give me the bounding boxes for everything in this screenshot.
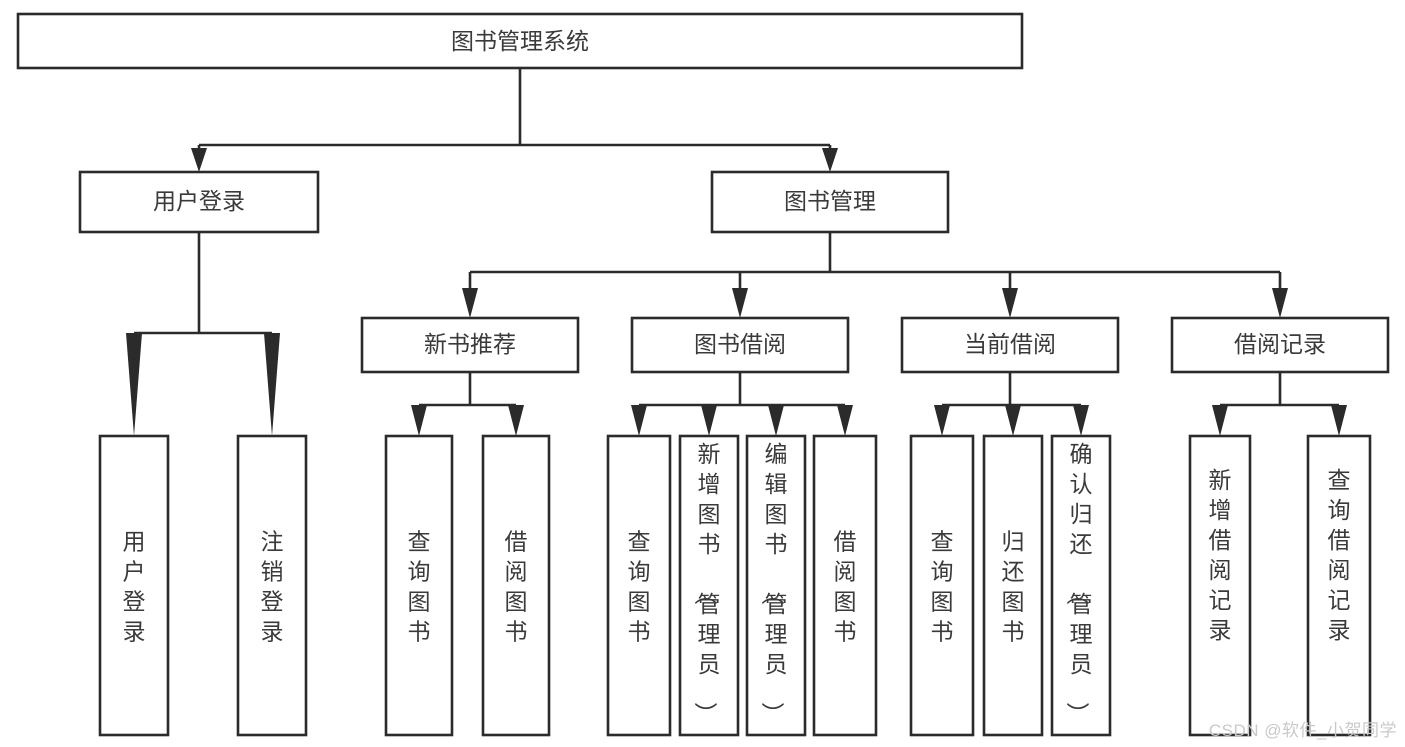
leaf-confirm-return-label: 确认归还（管理员） (1065, 441, 1093, 725)
leaf-query-book-rec[interactable]: 查询图书 (384, 434, 454, 737)
node-book-manage-label: 图书管理 (784, 188, 876, 214)
arrow-head-book-borrow (732, 288, 748, 318)
arrow-head-leaf-borrow-book-bor (837, 405, 853, 436)
leaf-add-book-box[interactable] (678, 434, 740, 737)
node-book-manage[interactable]: 图书管理 (710, 170, 950, 234)
arrow-head-leaf-borrow-book-rec (508, 405, 524, 436)
leaf-query-book-bor-box[interactable] (606, 434, 672, 737)
leaf-edit-book[interactable]: 编辑图书（管理员） (745, 434, 807, 737)
node-book-borrow[interactable]: 图书借阅 (630, 316, 850, 374)
node-user-login-box[interactable] (78, 170, 320, 234)
node-root[interactable]: 图书管理系统 (16, 12, 1024, 70)
arrow-head-current-borrow (1002, 288, 1018, 318)
arrow-head-borrow-record (1272, 288, 1288, 318)
arrow-head-leaf-add-record (1212, 405, 1228, 436)
leaf-logout-box[interactable] (236, 434, 308, 737)
leaf-confirm-return[interactable]: 确认归还（管理员） (1050, 434, 1112, 737)
leaf-edit-book-label: 编辑图书（管理员） (760, 441, 788, 725)
arrow-head-leaf-return-book (1005, 405, 1021, 436)
leaf-logout-label: 注销登录 (261, 529, 284, 645)
leaf-borrow-book-rec[interactable]: 借阅图书 (481, 434, 551, 737)
leaf-return-book-box[interactable] (982, 434, 1044, 737)
leaf-query-book-bor-label: 查询图书 (628, 529, 651, 645)
node-current-borrow-box[interactable] (900, 316, 1120, 374)
connector-layer (126, 68, 1347, 436)
leaf-query-record-box[interactable] (1306, 434, 1372, 737)
leaf-query-book-cur-box[interactable] (909, 434, 975, 737)
leaf-query-book-cur[interactable]: 查询图书 (909, 434, 975, 737)
leaf-return-book-label: 归还图书 (1002, 529, 1025, 645)
leaf-borrow-book-rec-label: 借阅图书 (505, 529, 528, 645)
arrow-head-book-manage (822, 148, 838, 172)
leaf-borrow-book-bor[interactable]: 借阅图书 (812, 434, 878, 737)
node-user-login[interactable]: 用户登录 (78, 170, 320, 234)
node-user-login-label: 用户登录 (153, 188, 245, 214)
arrow-head-leaf-edit-book (768, 405, 784, 436)
leaf-edit-book-box[interactable] (745, 434, 807, 737)
leaf-query-book-rec-label: 查询图书 (408, 529, 431, 645)
leaf-query-record-label: 查询借阅记录 (1328, 467, 1351, 643)
leaf-add-record-label: 新增借阅记录 (1209, 467, 1232, 643)
leaf-borrow-book-bor-label: 借阅图书 (834, 529, 857, 645)
arrow-head-leaf-add-book (701, 405, 717, 436)
node-root-label: 图书管理系统 (451, 28, 589, 54)
leaf-user-login-label: 用户登录 (123, 529, 146, 645)
node-new-book-recommend[interactable]: 新书推荐 (360, 316, 580, 374)
leaf-query-book-bor[interactable]: 查询图书 (606, 434, 672, 737)
node-borrow-record-box[interactable] (1170, 316, 1390, 374)
node-root-box[interactable] (16, 12, 1024, 70)
leaf-add-book-label: 新增图书（管理员） (693, 441, 721, 725)
arrow-head-leaf-query-book-bor (631, 405, 647, 436)
leaf-user-login[interactable]: 用户登录 (98, 434, 170, 737)
leaf-borrow-book-bor-box[interactable] (812, 434, 878, 737)
arrow-head-leaf-query-book-cur (934, 405, 950, 436)
node-book-borrow-box[interactable] (630, 316, 850, 374)
arrow-head-leaf-query-record (1331, 405, 1347, 436)
leaf-query-book-cur-label: 查询图书 (931, 529, 954, 645)
leaf-logout[interactable]: 注销登录 (236, 434, 308, 737)
leaf-add-record-box[interactable] (1188, 434, 1252, 737)
leaf-node-layer: 用户登录 注销登录 查询图书 借阅图书 查询图书 新增图书（管理员） 编辑图书（管理员） 借阅… (98, 434, 1372, 737)
leaf-query-book-rec-box[interactable] (384, 434, 454, 737)
leaf-query-record[interactable]: 查询借阅记录 (1306, 434, 1372, 737)
leaf-user-login-box[interactable] (98, 434, 170, 737)
arrow-head-user-login (191, 148, 207, 172)
node-book-manage-box[interactable] (710, 170, 950, 234)
arrow-head-leaf-query-book-rec (411, 405, 427, 436)
node-current-borrow[interactable]: 当前借阅 (900, 316, 1120, 374)
node-current-borrow-label: 当前借阅 (964, 331, 1056, 357)
leaf-add-book[interactable]: 新增图书（管理员） (678, 434, 740, 737)
arrow-head-new-book-rec (462, 288, 478, 318)
leaf-add-record[interactable]: 新增借阅记录 (1188, 434, 1252, 737)
leaf-borrow-book-rec-box[interactable] (481, 434, 551, 737)
node-new-book-recommend-box[interactable] (360, 316, 580, 374)
leaf-confirm-return-box[interactable] (1050, 434, 1112, 737)
node-borrow-record[interactable]: 借阅记录 (1170, 316, 1390, 374)
leaf-return-book[interactable]: 归还图书 (982, 434, 1044, 737)
node-borrow-record-label: 借阅记录 (1234, 331, 1326, 357)
arrow-head-leaf-confirm-return (1073, 405, 1089, 436)
node-book-borrow-label: 图书借阅 (694, 331, 786, 357)
node-new-book-recommend-label: 新书推荐 (424, 331, 516, 357)
